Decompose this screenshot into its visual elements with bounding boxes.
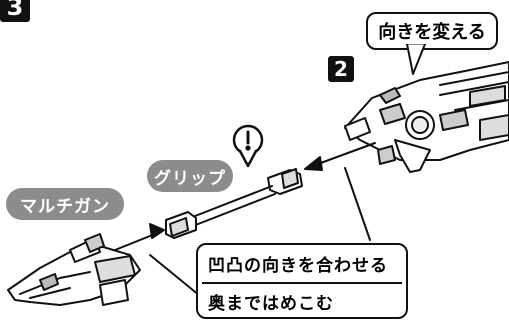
caution-icon: [232, 124, 264, 168]
rifle-body: [344, 61, 509, 173]
grip-label: グリップ: [147, 160, 233, 192]
callout-leaders: [149, 167, 371, 301]
instruction-align-notch: 凹凸の向きを合わせる: [208, 256, 388, 276]
multigun-part: [7, 233, 141, 306]
sub-step-number: 2: [334, 57, 348, 81]
step-number-badge: 3: [0, 0, 30, 22]
multigun-label: マルチガン: [6, 188, 124, 220]
insert-arrow-grip: [304, 142, 376, 171]
sub-step-badge: 2: [328, 56, 354, 82]
insert-arrow-multigun: [114, 223, 165, 251]
step-number: 3: [6, 0, 24, 21]
instruction-insert-fully: 奥まではめこむ: [208, 294, 334, 314]
callout-pointer: [406, 44, 426, 75]
grip-part: [165, 168, 303, 239]
change-direction-callout: 向きを変える: [366, 12, 498, 50]
instruction-callout: 凹凸の向きを合わせる 奥まではめこむ: [196, 243, 408, 319]
change-direction-label: 向きを変える: [378, 22, 486, 43]
instruction-divider: [202, 282, 402, 284]
